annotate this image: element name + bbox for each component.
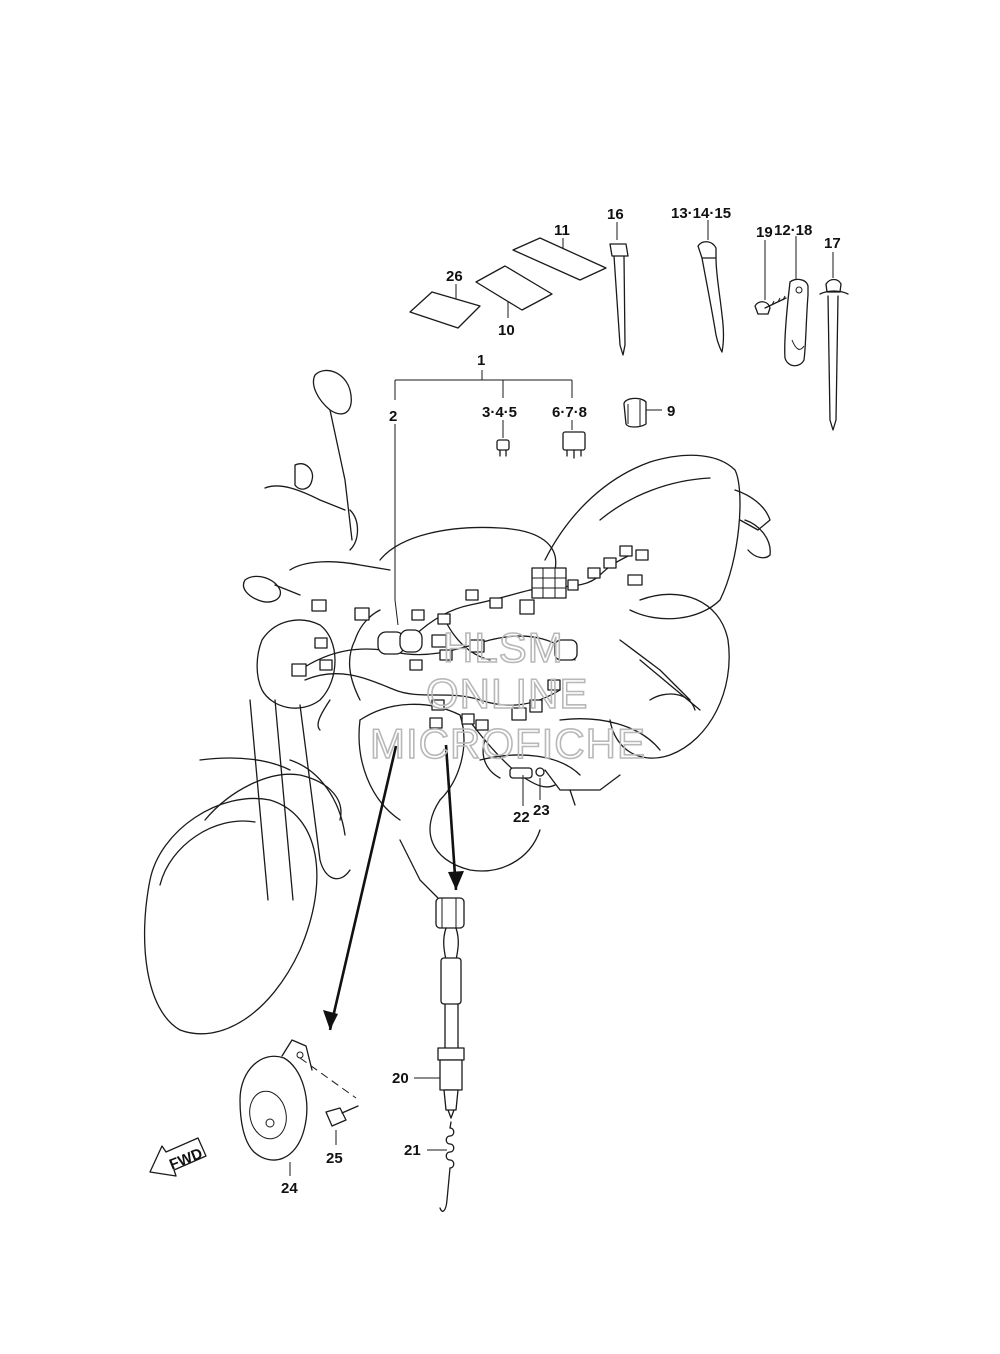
leader-lines (289, 220, 834, 1176)
watermark: HLSM ONLINE MICROFICHE (369, 623, 646, 768)
wiring-harness (291, 545, 649, 788)
screw-19 (754, 295, 787, 315)
callout-1: 1 (477, 352, 485, 369)
callout-3-4-5: 3·4·5 (482, 404, 517, 421)
label-plate-11 (512, 237, 607, 281)
fwd-arrow (149, 1137, 207, 1177)
horn-24 (239, 1039, 357, 1161)
callout-23: 23 (533, 802, 550, 819)
motorcycle-outline (143, 369, 771, 1035)
cable-tie-17 (819, 278, 849, 431)
watermark-line-3: MICROFICHE (370, 720, 646, 767)
callout-labels: 1 2 3·4·5 6·7·8 9 10 11 12·18 13·14·15 1… (281, 205, 841, 1197)
callout-2: 2 (389, 408, 397, 425)
holder-9 (623, 397, 647, 428)
label-plate-26 (409, 291, 481, 329)
callout-9: 9 (667, 403, 675, 420)
callout-26: 26 (446, 268, 463, 285)
callout-6-7-8: 6·7·8 (552, 404, 587, 421)
cable-band-13-14-15 (697, 241, 725, 353)
spring-21 (439, 1121, 455, 1212)
fuse-3-4-5 (496, 439, 510, 457)
watermark-line-2: ONLINE (426, 670, 588, 717)
callout-25: 25 (326, 1150, 343, 1167)
relay-6-7-8 (562, 431, 586, 459)
bolt-25 (325, 1105, 359, 1127)
callout-24: 24 (281, 1180, 298, 1197)
callout-16: 16 (607, 206, 624, 223)
callout-19: 19 (756, 224, 773, 241)
label-plate-10 (475, 265, 553, 311)
callout-21: 21 (404, 1142, 421, 1159)
clamp-12-18 (784, 278, 809, 367)
callout-12-18: 12·18 (774, 222, 812, 239)
switch-20 (435, 897, 465, 1119)
callout-13-14-15: 13·14·15 (671, 205, 731, 222)
callout-20: 20 (392, 1070, 409, 1087)
watermark-line-1: HLSM (443, 624, 564, 671)
callout-22: 22 (513, 809, 530, 826)
callout-11: 11 (554, 222, 570, 239)
cable-tie-16 (609, 243, 629, 356)
callout-17: 17 (824, 235, 841, 252)
callout-10: 10 (498, 322, 515, 339)
